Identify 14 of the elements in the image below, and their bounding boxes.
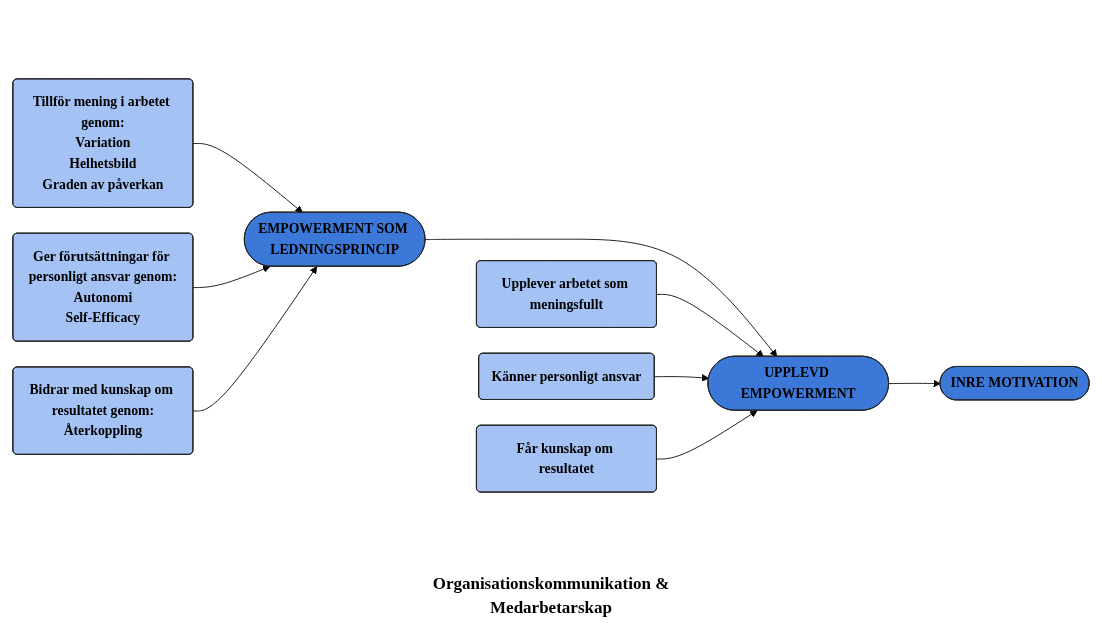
process-box: Tillför mening i arbetet genom: Variation Helhetsbild Graden av påverkan [12, 77, 194, 208]
process-box: Ger förutsättningar för personligt ansvar genom: Autonomi Self-Efficacy [12, 232, 194, 342]
node-label: Graden av påverkan [42, 176, 164, 191]
ellipse-node: UPPLEVD EMPOWERMENT [707, 355, 889, 411]
caption-text: Organisationskommunikation & Medarbetarskap [431, 573, 671, 619]
node-label: Helhetsbild [69, 155, 137, 171]
process-box: Känner personligt ansvar [478, 352, 655, 400]
node-label: Tillför mening i arbetet genom: [32, 93, 170, 129]
ellipse-node: INRE MOTIVATION [939, 365, 1090, 400]
node-label: Variation [75, 134, 131, 150]
ellipse-node: EMPOWERMENT SOM LEDNINGSPRINCIP [243, 211, 426, 267]
process-box: Bidrar med kunskap om resultatet genom: Återkoppling [12, 366, 194, 455]
process-box: Får kunskap om resultatet [476, 424, 657, 493]
process-box: Upplever arbetet som meningsfullt [476, 259, 657, 328]
